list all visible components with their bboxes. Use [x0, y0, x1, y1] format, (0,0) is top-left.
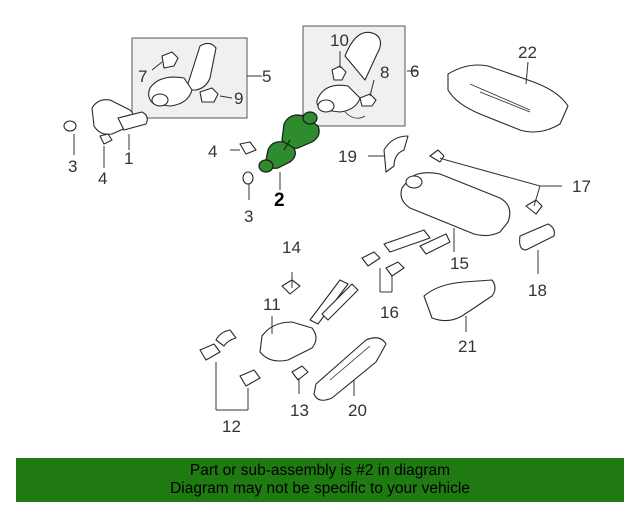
callout-8: 8 [380, 63, 389, 82]
callout-22: 22 [518, 43, 537, 62]
banner-line-2: Diagram may not be specific to your vehi… [170, 480, 470, 497]
part-11-center-pipe [215, 279, 359, 362]
leader-lines [73, 51, 562, 411]
callout-1: 1 [124, 149, 133, 168]
callout-9: 9 [234, 89, 243, 108]
assembly-box-6 [302, 25, 406, 127]
part-17-hangers [429, 149, 543, 215]
callout-20: 20 [348, 401, 367, 420]
callout-17: 17 [572, 177, 591, 196]
assembly-box-5 [131, 37, 248, 119]
part-12-clamps [199, 343, 261, 387]
callout-7: 7 [138, 67, 147, 86]
part-19-bracket [383, 135, 409, 173]
info-banner: Part or sub-assembly is #2 in diagram Di… [16, 458, 624, 502]
part-2-highlighted-converter [258, 111, 320, 173]
callout-16: 16 [380, 303, 399, 322]
callout-14: 14 [282, 238, 301, 257]
part-18-tailpipe-trim [519, 223, 555, 251]
part-14-hanger [281, 279, 301, 295]
callout-2-highlighted: 2 [274, 190, 285, 211]
callout-3-left: 3 [68, 157, 77, 176]
callout-19: 19 [338, 147, 357, 166]
callout-4-middle: 4 [208, 142, 217, 161]
callout-11: 11 [263, 295, 281, 314]
gasket-and-bracket-middle [239, 141, 257, 185]
part-15-rear-muffler [383, 172, 511, 255]
callout-13: 13 [290, 401, 309, 420]
callout-numbers: 1 2 3 3 4 4 5 6 7 8 9 10 11 12 13 14 15 … [68, 31, 591, 436]
callout-10: 10 [330, 31, 349, 50]
callout-21: 21 [458, 337, 477, 356]
part-20-heat-shield [313, 337, 387, 401]
callout-5: 5 [262, 67, 271, 86]
part-22-heat-shield [447, 64, 569, 133]
callout-3-middle: 3 [244, 207, 253, 226]
callout-12: 12 [222, 417, 241, 436]
part-13-bracket [291, 365, 309, 381]
callout-18: 18 [528, 281, 547, 300]
exhaust-system-diagram: 1 2 3 3 4 4 5 6 7 8 9 10 11 12 13 14 15 … [63, 25, 591, 436]
part-1-catalytic-converter [63, 99, 148, 145]
banner-line-1: Part or sub-assembly is #2 in diagram [189, 462, 451, 479]
callout-6: 6 [410, 62, 419, 81]
part-16-clamps [361, 251, 405, 277]
callout-15: 15 [450, 254, 469, 273]
callout-4-left: 4 [98, 169, 107, 188]
part-21-heat-shield [423, 279, 496, 322]
